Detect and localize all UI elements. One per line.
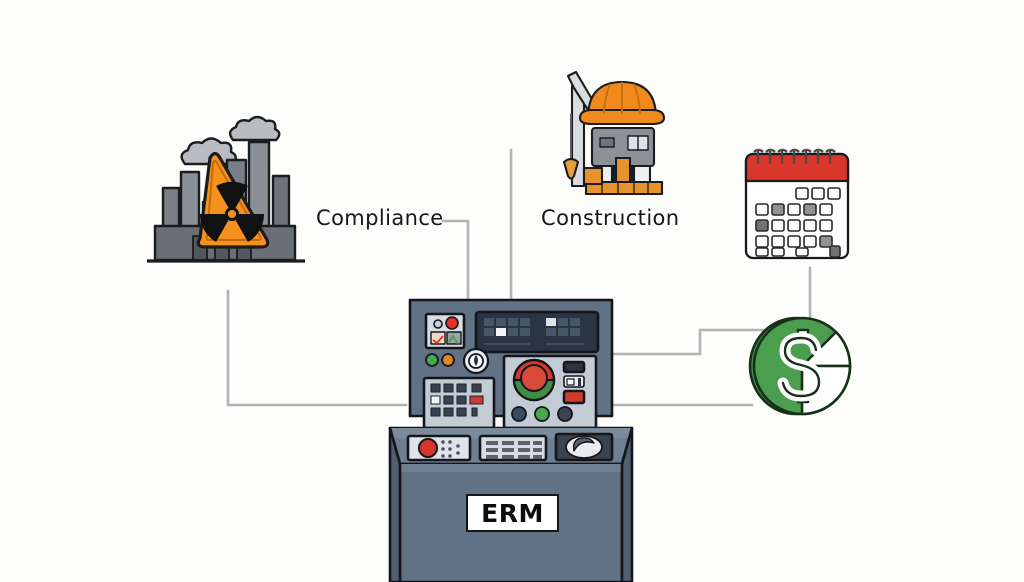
dollar-pie-icon <box>748 316 852 416</box>
connector-calendar-to-console <box>610 266 812 356</box>
connector-compliance-to-console <box>441 219 470 304</box>
console-light-dark <box>557 406 573 422</box>
calendar-icon <box>744 148 850 260</box>
erm-console <box>388 298 634 582</box>
erm-badge: ERM <box>466 494 559 532</box>
console-side-right <box>620 426 634 582</box>
factory-radiation-icon <box>147 115 305 263</box>
compliance-label: Compliance <box>316 206 444 230</box>
crane-hardhat-icon <box>562 70 666 196</box>
emergency-stop-button <box>512 358 556 402</box>
console-light-green <box>425 353 439 367</box>
connector-factory-to-console <box>226 289 408 407</box>
construction-label: Construction <box>541 206 680 230</box>
crane-hook-icon <box>562 157 580 180</box>
console-light-orange <box>441 353 455 367</box>
radiation-warning-icon <box>196 151 270 249</box>
console-switch-dark <box>562 360 586 374</box>
hard-hat-icon <box>578 80 666 126</box>
console-side-left <box>388 426 402 582</box>
smoke-icon <box>180 115 281 166</box>
console-light-blue <box>511 406 527 422</box>
calendar-days-grid <box>755 187 841 258</box>
calendar-spiral-icon <box>753 148 836 153</box>
console-switch-red <box>562 389 586 405</box>
calendar-header-icon <box>744 152 850 183</box>
console-light-green-2 <box>534 406 550 422</box>
console-keypad-keys <box>430 383 484 417</box>
dollar-sign-icon <box>777 328 825 404</box>
crane-platform-icon <box>584 180 664 196</box>
console-desk-knob-panel <box>406 434 472 462</box>
